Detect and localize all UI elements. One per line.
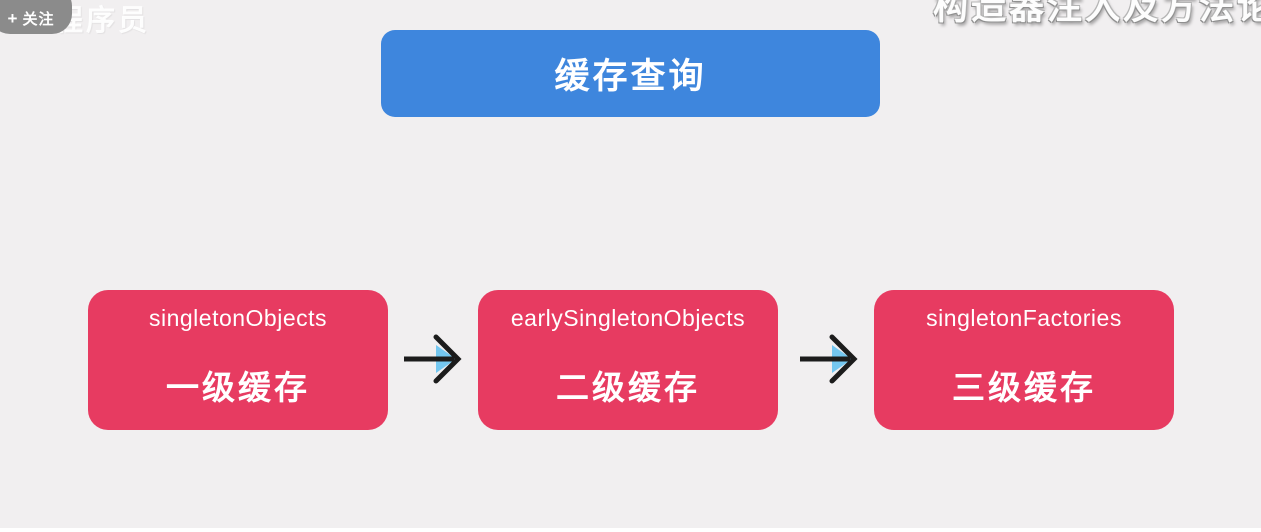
cache-box-level2: earlySingletonObjects 二级缓存	[478, 290, 778, 430]
follow-button-label: 关注	[22, 11, 55, 28]
cache-box-level2-en: earlySingletonObjects	[510, 305, 746, 331]
cache-box-level2-cn: 二级缓存	[556, 369, 700, 406]
arrow-right-icon	[404, 334, 462, 384]
frame-bottom-strip	[0, 528, 1261, 532]
cache-box-level3-en: singletonFactories	[926, 305, 1122, 331]
cache-query-header-label: 缓存查询	[554, 57, 707, 96]
follow-button[interactable]: + 关注	[0, 0, 72, 34]
cache-box-level1: singletonObjects 一级缓存	[88, 290, 388, 430]
plus-icon: +	[7, 9, 18, 28]
arrow-right-icon	[800, 334, 858, 384]
cache-box-level3-cn: 三级缓存	[952, 369, 1096, 406]
cache-box-level3: singletonFactories 三级缓存	[874, 290, 1174, 430]
cache-box-level1-en: singletonObjects	[148, 305, 328, 331]
cache-query-header: 缓存查询	[381, 30, 880, 117]
slide-title-cutoff: 构造器注入及方法论	[932, 0, 1261, 27]
cache-box-level1-cn: 一级缓存	[166, 369, 310, 406]
